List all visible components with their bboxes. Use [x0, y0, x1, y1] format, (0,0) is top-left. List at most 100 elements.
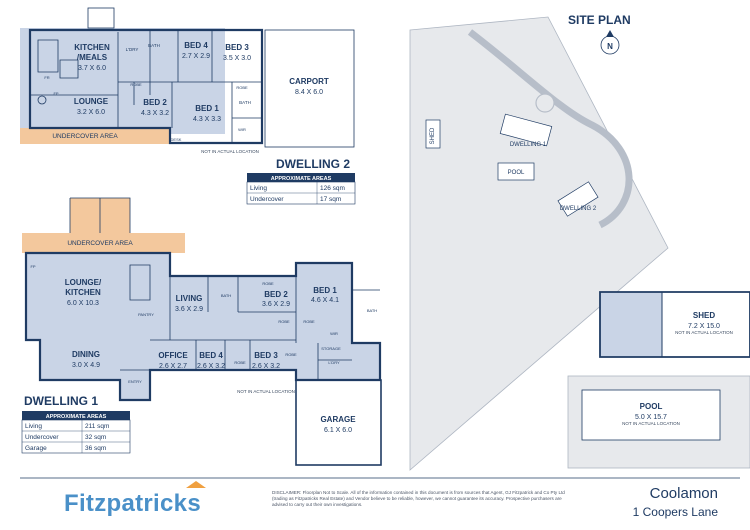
d1-area-label: Garage: [25, 445, 47, 452]
brand-roof-icon: [186, 481, 206, 488]
d1-bed2-label: BED 2: [264, 290, 288, 299]
d1-bath-label: BATH: [221, 293, 231, 298]
d2-bed2-label: BED 2: [143, 98, 167, 107]
d1-bed4-dim: 2.6 X 3.2: [197, 363, 225, 370]
d2-bed3-label: BED 3: [225, 43, 249, 52]
site-dwelling1-label: DWELLING 1: [510, 142, 547, 148]
d2-area-label: Undercover: [250, 196, 284, 203]
pool-note: NOT IN ACTUAL LOCATION: [622, 421, 680, 426]
garage-outline: [295, 379, 382, 466]
shed-note: NOT IN ACTUAL LOCATION: [675, 330, 733, 335]
pool-title: POOL: [640, 402, 663, 411]
site-shed-label: SHED: [430, 127, 436, 144]
d2-bed4-dim: 2.7 X 2.9: [182, 53, 210, 60]
d2-bed2-dim: 4.3 X 3.2: [141, 110, 169, 117]
d2-area-label: Living: [250, 185, 267, 192]
site-plan: SHED DWELLING 1 POOL DWELLING 2 SITE PLA…: [409, 13, 669, 471]
d1-bed4-label: BED 4: [199, 351, 223, 360]
d2-desk-label: DESK: [171, 137, 182, 142]
d1-entry-label: ENTRY: [128, 379, 142, 384]
d1-areas-table: APPROXIMATE AREAS Living 211 sqm Underco…: [21, 411, 131, 454]
d1-bath2-label: BATH: [367, 308, 377, 313]
d1-robe4-label: ROBE: [234, 360, 246, 365]
d2-bed1-label: BED 1: [195, 104, 219, 113]
carport-outline: [264, 29, 355, 148]
property-street: 1 Coopers Lane: [632, 505, 718, 519]
d2-area-value: 126 sqm: [320, 185, 345, 192]
d1-lounge-label-2: KITCHEN: [65, 288, 101, 297]
d2-area-value: 17 sqm: [320, 196, 341, 203]
d1-area-value: 211 sqm: [85, 423, 109, 430]
d1-bed2-dim: 3.6 X 2.9: [262, 301, 290, 308]
d1-robe2-label: ROBE: [278, 319, 290, 324]
d2-fp-label: FP: [53, 91, 58, 96]
pool-plan: POOL 5.0 X 15.7 NOT IN ACTUAL LOCATION: [567, 375, 750, 469]
d1-bed1-label: BED 1: [313, 286, 337, 295]
shed-plan: SHED 7.2 X 15.0 NOT IN ACTUAL LOCATION: [599, 291, 750, 358]
d2-bed1-dim: 4.3 X 3.3: [193, 116, 221, 123]
garage-label: GARAGE: [320, 415, 356, 424]
pool-dim: 5.0 X 15.7: [635, 414, 667, 421]
d1-robe-label: ROBE: [262, 281, 274, 286]
d2-laundry-label: L'DRY: [126, 47, 139, 52]
d1-area-value: 32 sqm: [85, 434, 106, 441]
garage-dim: 6.1 X 6.0: [324, 427, 352, 434]
dwelling-2-plan: KITCHEN /MEALS 3.7 X 6.0 LOUNGE 3.2 X 6.…: [20, 7, 356, 205]
site-plan-title: SITE PLAN: [568, 13, 631, 27]
d2-kitchen-label-2: /MEALS: [77, 53, 108, 62]
d1-bed3-dim: 2.6 X 3.2: [252, 363, 280, 370]
north-label: N: [607, 42, 613, 51]
d2-areas-header: APPROXIMATE AREAS: [271, 176, 332, 182]
d2-wir-label: WIR: [238, 127, 246, 132]
d2-bed3-dim: 3.5 X 3.0: [223, 55, 251, 62]
carport-dim: 8.4 X 6.0: [295, 89, 323, 96]
d1-office-label: OFFICE: [158, 351, 188, 360]
site-pool-label: POOL: [508, 170, 525, 176]
d2-kitchen-label: KITCHEN: [74, 43, 110, 52]
d1-office-dim: 2.6 X 2.7: [159, 363, 187, 370]
d2-not-in-location: NOT IN ACTUAL LOCATION: [201, 149, 259, 154]
d1-bed1-dim: 4.6 X 4.1: [311, 297, 339, 304]
d1-lounge-label: LOUNGE/: [65, 278, 102, 287]
d1-area-label: Undercover: [25, 434, 59, 441]
d2-areas-table: APPROXIMATE AREAS Living 126 sqm Underco…: [246, 173, 356, 205]
d2-lounge-label: LOUNGE: [74, 97, 109, 106]
dwelling-1-plan: UNDERCOVER AREA LOUNGE/ KITCHEN 6.0 X 10…: [21, 197, 382, 466]
d1-area-label: Living: [25, 423, 42, 430]
d1-undercover-label: UNDERCOVER AREA: [67, 240, 133, 247]
property-town: Coolamon: [649, 485, 718, 502]
d1-not-in-location: NOT IN ACTUAL LOCATION: [237, 389, 295, 394]
d1-living-label: LIVING: [176, 294, 203, 303]
d1-pantry-label: PANTRY: [138, 312, 154, 317]
d1-wir-label: WIR: [330, 331, 338, 336]
d2-robe2-label: ROBE: [236, 85, 248, 90]
shed-title: SHED: [693, 311, 715, 320]
d2-robe-label: ROBE: [130, 82, 142, 87]
d1-title: DWELLING 1: [24, 394, 98, 408]
d2-title: DWELLING 2: [276, 157, 350, 171]
disclaimer-text: DISCLAIMER: Floorplan Not to Scale. All …: [272, 490, 565, 508]
shed-dim: 7.2 X 15.0: [688, 323, 720, 330]
d1-lounge-dim: 6.0 X 10.3: [67, 300, 99, 307]
d1-bed3-label: BED 3: [254, 351, 278, 360]
d2-bath2-label: BATH: [239, 100, 251, 105]
d1-laundry-label: L'DRY: [328, 360, 340, 365]
d1-fp-label: FP: [30, 264, 35, 269]
d2-undercover-label: UNDERCOVER AREA: [52, 133, 118, 140]
d2-lounge-dim: 3.2 X 6.0: [77, 109, 105, 116]
d1-area-value: 36 sqm: [85, 445, 106, 452]
carport-label: CARPORT: [289, 77, 329, 86]
d1-living-dim: 3.6 X 2.9: [175, 306, 203, 313]
d1-robe3-label: ROBE: [303, 319, 315, 324]
d1-dining-dim: 3.0 X 4.9: [72, 362, 100, 369]
d2-bath-label: BATH: [148, 43, 160, 48]
d1-areas-header: APPROXIMATE AREAS: [46, 414, 107, 420]
d2-bed4-label: BED 4: [184, 41, 208, 50]
site-dwelling2-label: DWELLING 2: [560, 206, 597, 212]
d1-storage-label: STORAGE: [321, 346, 341, 351]
d2-kitchen-dim: 3.7 X 6.0: [78, 65, 106, 72]
brand-logo: Fitzpatricks: [64, 490, 201, 517]
d2-fr-label: FR: [44, 75, 49, 80]
